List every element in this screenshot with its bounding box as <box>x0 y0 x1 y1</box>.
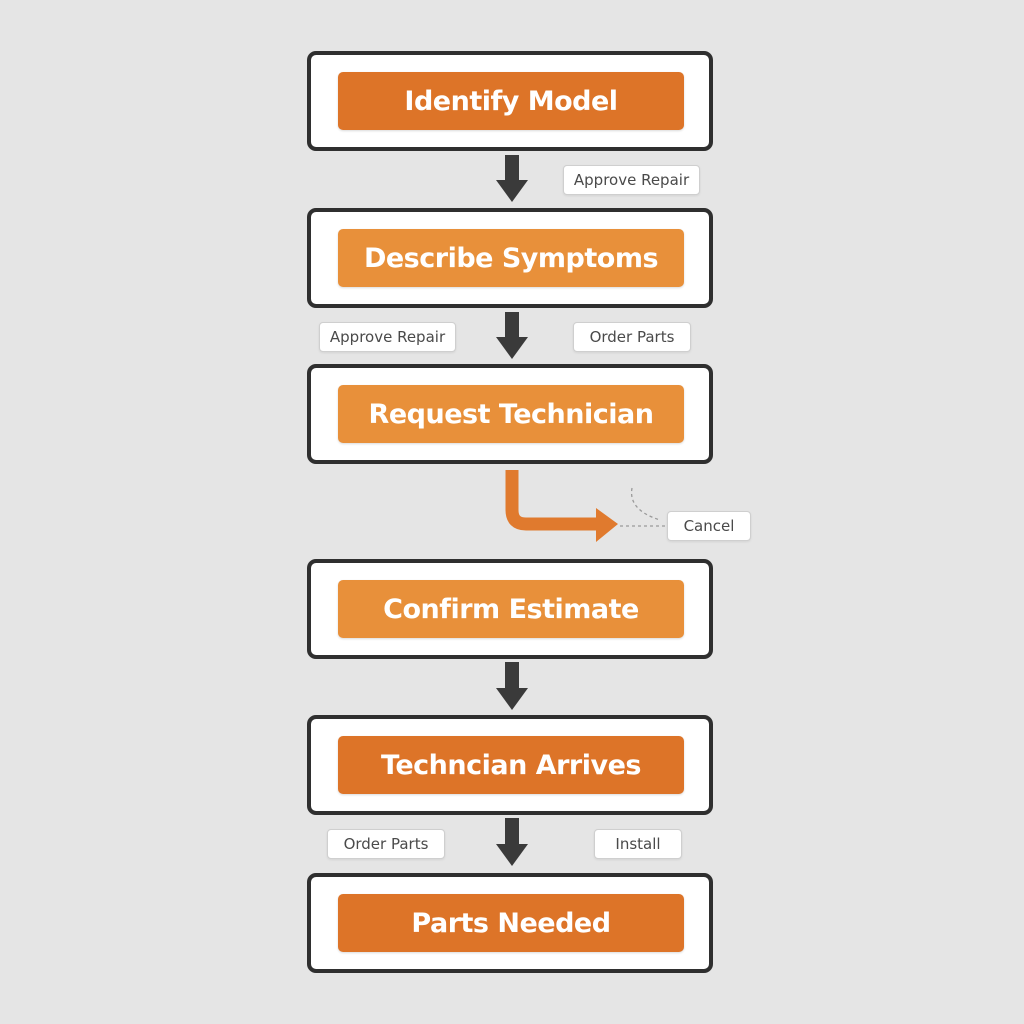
step-confirm-estimate[interactable]: Confirm Estimate <box>307 559 713 659</box>
tag-install[interactable]: Install <box>594 829 682 859</box>
step-label: Identify Model <box>338 72 684 130</box>
tag-order-parts[interactable]: Order Parts <box>327 829 445 859</box>
arrow-down-3 <box>496 662 528 710</box>
step-request-technician[interactable]: Request Technician <box>307 364 713 464</box>
arrow-down-2 <box>496 312 528 359</box>
step-label: Parts Needed <box>338 894 684 952</box>
arrow-down-1 <box>496 155 528 202</box>
step-label: Techncian Arrives <box>338 736 684 794</box>
tag-order-parts[interactable]: Order Parts <box>573 322 691 352</box>
step-label: Describe Symptoms <box>338 229 684 287</box>
step-label: Confirm Estimate <box>338 580 684 638</box>
step-parts-needed[interactable]: Parts Needed <box>307 873 713 973</box>
step-technician-arrives[interactable]: Techncian Arrives <box>307 715 713 815</box>
arrow-down-4 <box>496 818 528 866</box>
branch-arrow-cancel <box>505 470 666 542</box>
tag-approve-repair[interactable]: Approve Repair <box>563 165 700 195</box>
step-label: Request Technician <box>338 385 684 443</box>
tag-approve-repair[interactable]: Approve Repair <box>319 322 456 352</box>
step-describe-symptoms[interactable]: Describe Symptoms <box>307 208 713 308</box>
step-identify-model[interactable]: Identify Model <box>307 51 713 151</box>
tag-cancel[interactable]: Cancel <box>667 511 751 541</box>
